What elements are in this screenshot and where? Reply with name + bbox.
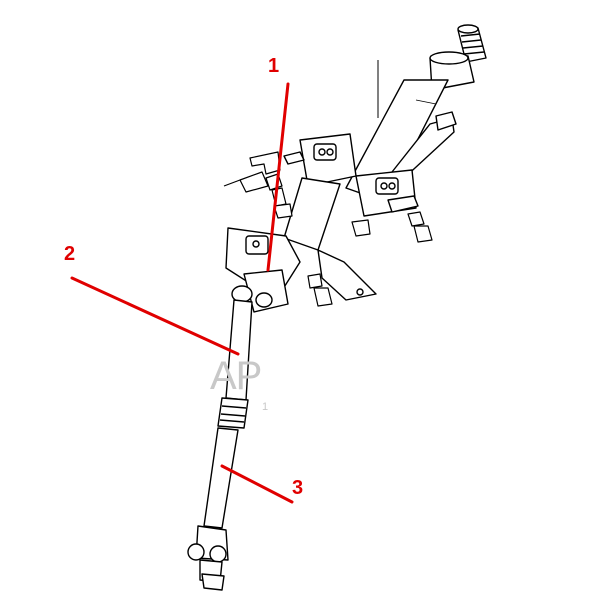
left-mount-bracket — [283, 133, 357, 187]
spline-end — [457, 24, 487, 63]
watermark: AP — [210, 354, 262, 398]
lower-housing — [283, 177, 341, 251]
leader-lines — [70, 82, 294, 504]
steering-column-assembly — [225, 24, 487, 313]
callout-label-2: 2 — [64, 243, 76, 265]
bolt-lower — [307, 273, 333, 307]
leader-line-3 — [220, 464, 294, 504]
bolt-right — [351, 219, 371, 237]
leader-line-2 — [70, 276, 240, 356]
callout-label-1: 1 — [268, 55, 280, 77]
clip-fastener — [249, 151, 281, 175]
callout-label-3: 3 — [292, 477, 304, 499]
shaft-sleeve — [217, 397, 249, 429]
bottom-universal-joint — [187, 525, 229, 591]
leader-line-1 — [266, 82, 290, 272]
watermark-sub: 1 — [262, 401, 269, 413]
bolt-middle-left — [273, 203, 293, 219]
lower-column-joint — [231, 269, 289, 313]
bolt-far-right — [407, 211, 433, 243]
tilt-lever — [391, 111, 457, 181]
right-mount-bracket — [355, 169, 419, 217]
intermediate-shaft — [187, 299, 253, 591]
lower-shaft-segment — [203, 427, 239, 529]
